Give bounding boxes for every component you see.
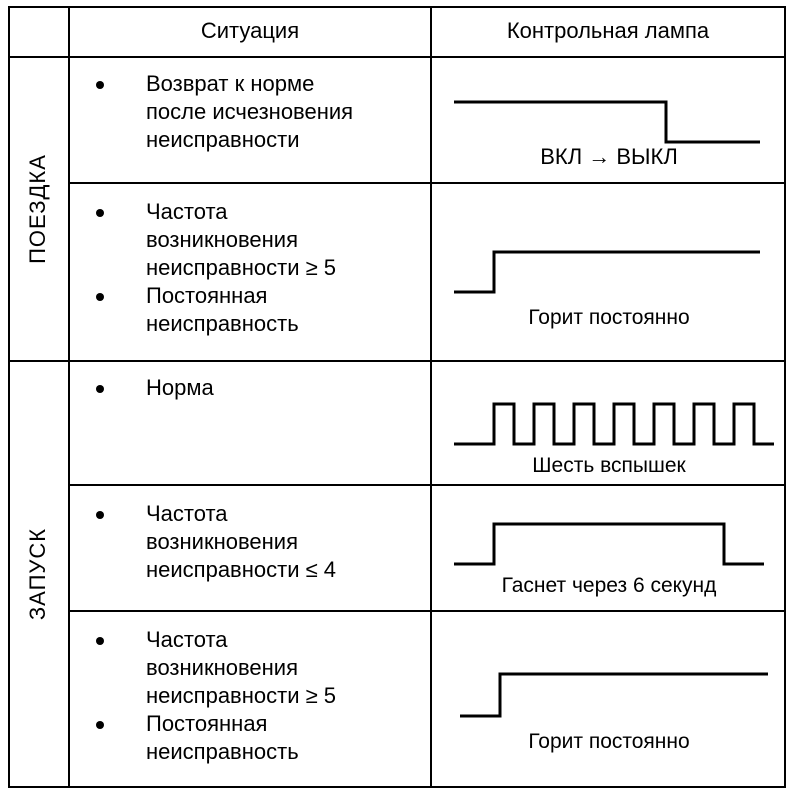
list-item: Постоянная неисправность xyxy=(82,282,412,338)
border-right xyxy=(784,6,786,788)
divider-row-3 xyxy=(68,484,786,486)
bullet-icon xyxy=(96,511,104,519)
row-2-item-2-text: Постоянная неисправность xyxy=(146,283,299,336)
group-trip-label: ПОЕЗДКА xyxy=(25,154,51,264)
row-3-item-1-text: Норма xyxy=(146,375,214,400)
row-1-item-1-text: Возврат к норме после исчезновения неисп… xyxy=(146,71,354,152)
row-1-lamp-label: ВКЛ → ВЫКЛ xyxy=(540,144,678,169)
lamp-table: Ситуация Контрольная лампа ПОЕЗДКА ЗАПУС… xyxy=(8,6,786,788)
list-item: Норма xyxy=(82,374,412,402)
border-top xyxy=(8,6,786,8)
header-lamp: Контрольная лампа xyxy=(506,18,710,43)
row-5-lamp-label: Горит постоянно xyxy=(528,730,690,753)
group-trip: ПОЕЗДКА xyxy=(8,58,68,360)
row-3-situation: Норма xyxy=(82,374,412,402)
list-item: Частота возникновения неисправности ≥ 5 xyxy=(82,626,412,710)
border-left xyxy=(8,6,10,788)
row-4-lamp-label: Гаснет через 6 секунд xyxy=(501,574,717,597)
divider-header xyxy=(8,56,786,58)
row-2-item-1-text: Частота возникновения неисправности ≥ 5 xyxy=(146,199,337,280)
row-1-situation: Возврат к норме после исчезновения неисп… xyxy=(82,70,412,154)
header-situation: Ситуация xyxy=(200,18,300,43)
lamp-on-to-off-waveform xyxy=(454,100,760,144)
row-4-situation: Частота возникновения неисправности ≤ 4 xyxy=(82,500,412,584)
row-2-lamp: Горит постоянно xyxy=(432,184,786,360)
row-5-item-2-text: Постоянная неисправность xyxy=(146,711,299,764)
row-5-item-1-text: Частота возникновения неисправности ≥ 5 xyxy=(146,627,337,708)
bullet-icon xyxy=(96,385,104,393)
divider-group xyxy=(8,360,786,362)
row-2-situation: Частота возникновения неисправности ≥ 5 … xyxy=(82,198,412,338)
divider-row-1 xyxy=(68,182,786,184)
list-item: Возврат к норме после исчезновения неисп… xyxy=(82,70,412,154)
bullet-icon xyxy=(96,209,104,217)
bullet-icon xyxy=(96,637,104,645)
divider-group-column xyxy=(68,6,70,788)
border-bottom xyxy=(8,786,786,788)
row-1-lamp: ВКЛ → ВЫКЛ xyxy=(432,58,786,182)
row-3-lamp-label: Шесть вспышек xyxy=(532,454,686,477)
lamp-steady-on-waveform xyxy=(460,672,768,718)
group-start: ЗАПУСК xyxy=(8,362,68,786)
row-4-item-1-text: Частота возникновения неисправности ≤ 4 xyxy=(146,501,337,582)
row-2-lamp-label: Горит постоянно xyxy=(528,306,690,329)
lamp-steady-on-waveform xyxy=(454,250,760,294)
list-item: Постоянная неисправность xyxy=(82,710,412,766)
list-item: Частота возникновения неисправности ≤ 4 xyxy=(82,500,412,584)
divider-row-4 xyxy=(68,610,786,612)
row-5-lamp: Горит постоянно xyxy=(432,612,786,786)
divider-situation-lamp xyxy=(430,6,432,788)
list-item: Частота возникновения неисправности ≥ 5 xyxy=(82,198,412,282)
row-3-lamp: Шесть вспышек xyxy=(432,362,786,484)
row-4-lamp: Гаснет через 6 секунд xyxy=(432,486,786,610)
group-start-label: ЗАПУСК xyxy=(25,527,50,621)
bullet-icon xyxy=(96,721,104,729)
lamp-off-after-6s-waveform xyxy=(454,522,764,566)
bullet-icon xyxy=(96,293,104,301)
lamp-six-flashes-waveform xyxy=(454,402,774,446)
bullet-icon xyxy=(96,81,104,89)
row-5-situation: Частота возникновения неисправности ≥ 5 … xyxy=(82,626,412,766)
